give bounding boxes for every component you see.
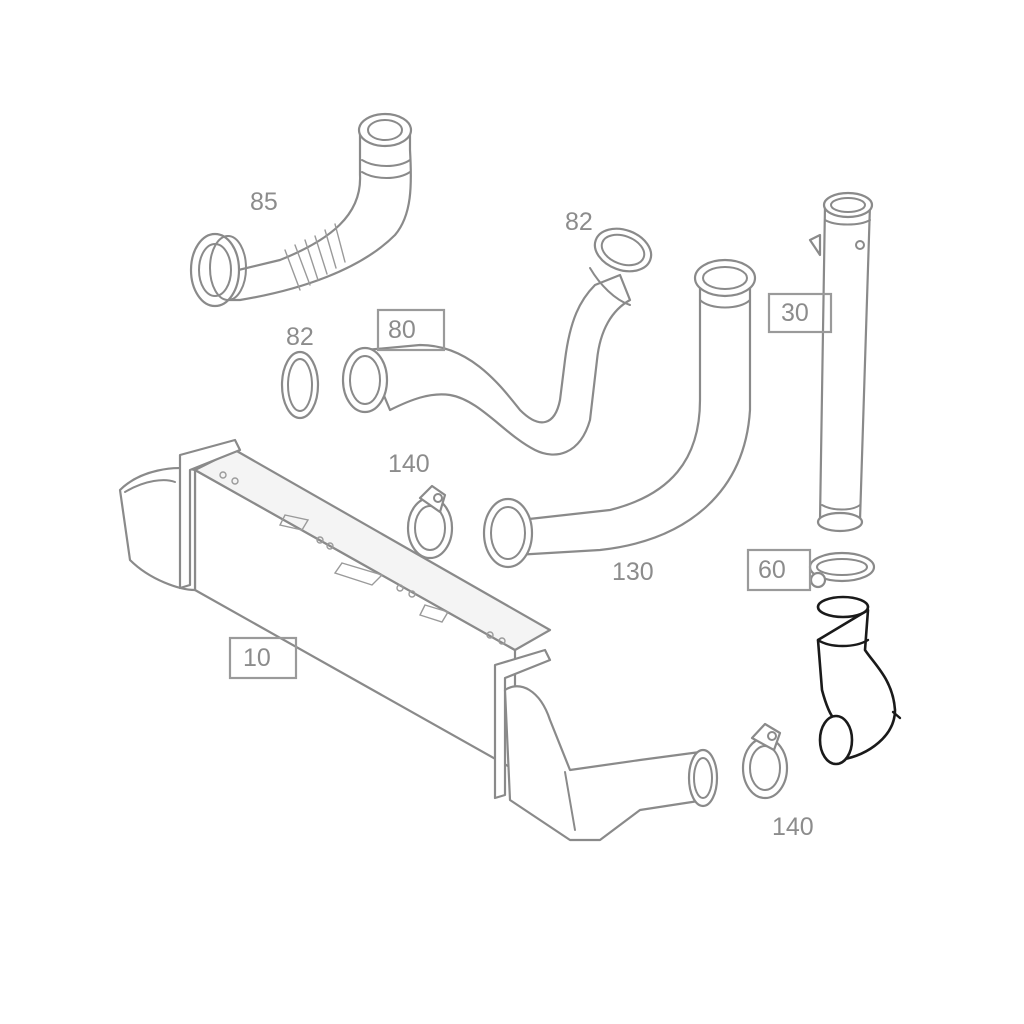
callout-80-label: 80	[388, 316, 416, 344]
part-10-intercooler[interactable]	[118, 438, 719, 842]
callout-60: 60	[746, 548, 812, 592]
part-82-seal-ring-lower[interactable]	[280, 350, 320, 420]
callout-140-lower-label: 140	[772, 813, 814, 841]
part-140-hose-clamp-upper[interactable]	[406, 484, 454, 560]
callout-85-label: 85	[250, 188, 278, 216]
part-82-seal-ring-upper[interactable]	[589, 221, 657, 278]
callout-130: 130	[612, 558, 654, 586]
callout-130-label: 130	[612, 558, 654, 586]
callout-82-upper: 82	[565, 208, 593, 236]
callout-60-label: 60	[758, 556, 786, 584]
part-140-hose-clamp-lower[interactable]	[741, 722, 789, 800]
callout-80: 80	[376, 308, 446, 352]
part-80-charge-pipe[interactable]	[341, 267, 632, 456]
callout-140-upper: 140	[388, 450, 430, 478]
part-30-pipe[interactable]	[808, 191, 874, 533]
callout-10-label: 10	[243, 644, 271, 672]
callout-82-upper-label: 82	[565, 208, 593, 236]
callout-82-lower: 82	[286, 323, 314, 351]
callout-10: 10	[228, 636, 298, 680]
callout-140-lower: 140	[772, 813, 814, 841]
callout-30: 30	[767, 292, 833, 334]
part-85-intake-hose[interactable]	[189, 112, 413, 308]
part-130-charge-pipe[interactable]	[482, 258, 757, 569]
callout-85: 85	[250, 188, 278, 216]
part-60-clamp[interactable]	[808, 551, 876, 589]
callout-140-upper-label: 140	[388, 450, 430, 478]
highlighted-elbow-hose[interactable]	[816, 595, 902, 766]
callout-82-lower-label: 82	[286, 323, 314, 351]
callout-30-label: 30	[781, 299, 809, 327]
